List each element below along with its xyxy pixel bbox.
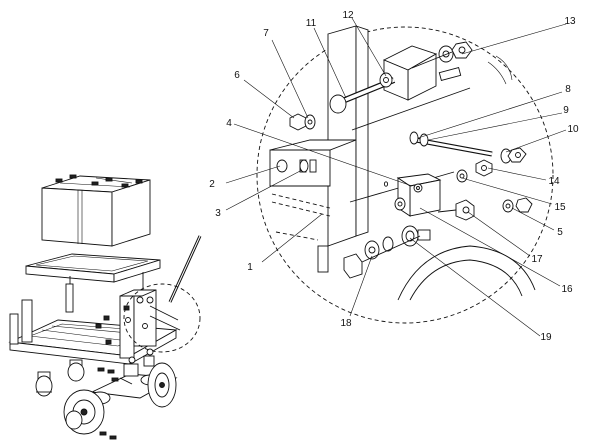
callout-16: 16 xyxy=(561,284,573,295)
callout-14: 14 xyxy=(548,176,560,187)
cart-assembly-overview xyxy=(8,174,202,440)
leader-lines xyxy=(225,17,567,337)
callout-17: 17 xyxy=(531,254,543,265)
nut-washer-left xyxy=(289,113,316,131)
detail-circle-large xyxy=(256,26,554,324)
lower-nut xyxy=(437,197,533,221)
detail-circle-small xyxy=(123,283,201,353)
bolt-middle xyxy=(409,131,527,164)
callout-7: 7 xyxy=(263,28,269,39)
handle-rod xyxy=(168,235,202,303)
callout-4: 4 xyxy=(226,118,232,129)
callout-15: 15 xyxy=(554,202,566,213)
callout-6: 6 xyxy=(234,70,240,81)
callout-11: 11 xyxy=(306,18,317,29)
callout-5: 5 xyxy=(557,227,563,238)
lower-cluster xyxy=(343,225,431,279)
callout-3: 3 xyxy=(215,208,221,219)
mounting-plate xyxy=(317,25,471,273)
caster-front-left xyxy=(35,371,53,397)
callout-9: 9 xyxy=(563,105,569,116)
callout-2: 2 xyxy=(209,179,215,190)
nut-right xyxy=(475,159,493,177)
spacer-pin xyxy=(438,66,462,82)
frame-rails xyxy=(269,139,357,241)
rear-wheel-left xyxy=(63,389,105,435)
middle-bracket xyxy=(396,169,468,217)
left-washers xyxy=(276,159,406,211)
caster-front-right xyxy=(67,359,85,382)
upper-nut-washer xyxy=(411,41,473,69)
bolt-upper xyxy=(329,72,396,114)
battery-tray xyxy=(25,253,161,283)
callout-10: 10 xyxy=(567,124,579,135)
callout-13: 13 xyxy=(564,16,576,27)
detail-background-wheel xyxy=(397,55,536,301)
callout-18: 18 xyxy=(340,318,352,329)
callout-1: 1 xyxy=(247,262,253,273)
upper-bracket xyxy=(382,45,438,101)
enlarged-detail-view: 1 2 3 4 5 6 7 8 9 10 11 12 13 14 15 16 1… xyxy=(209,10,579,343)
rear-wheel-right xyxy=(147,362,177,408)
callout-19: 19 xyxy=(540,332,552,343)
cart-frame xyxy=(8,289,181,365)
callout-8: 8 xyxy=(565,84,571,95)
callout-labels: 1 2 3 4 5 6 7 8 9 10 11 12 13 14 15 16 1… xyxy=(209,10,579,343)
battery-pack xyxy=(41,174,151,247)
callout-12: 12 xyxy=(342,10,354,21)
loose-hardware xyxy=(97,367,133,440)
